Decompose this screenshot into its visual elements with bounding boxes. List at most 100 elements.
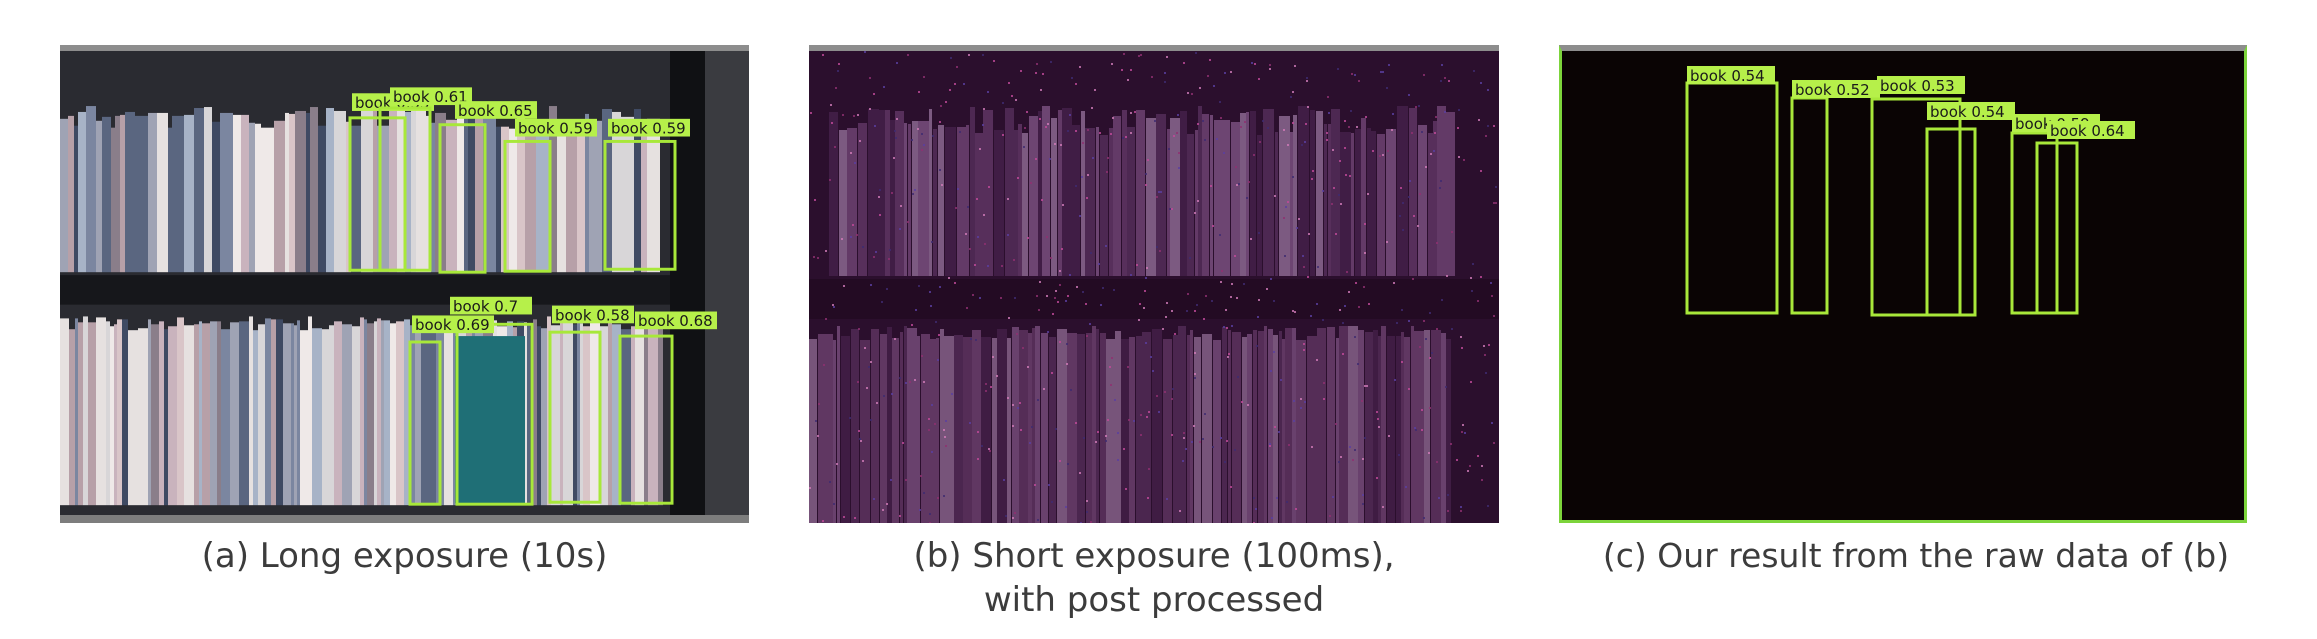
book-spine: [217, 321, 221, 506]
book-spine: [114, 324, 117, 506]
book-spine: [600, 326, 608, 506]
book-spine: [111, 127, 115, 273]
caption-b: (b) Short exposure (100ms), with post pr…: [809, 534, 1499, 622]
noisy-spine: [1086, 333, 1092, 523]
book-spine: [648, 316, 658, 506]
book-spine: [88, 322, 96, 506]
book-spine: [361, 109, 373, 273]
noisy-spine: [833, 340, 836, 523]
book-spine: [373, 105, 377, 273]
book-spine: [475, 113, 483, 273]
book-spine: [285, 112, 289, 273]
book-spine: [509, 128, 517, 273]
detection-box: book 0.52: [1790, 80, 1880, 315]
book-spine: [446, 119, 457, 273]
noisy-spine: [1386, 129, 1396, 276]
noisy-spine: [1242, 337, 1247, 523]
book-spine: [612, 324, 621, 506]
book-spine: [410, 325, 415, 506]
book-spine: [421, 322, 427, 506]
book-spine: [589, 120, 602, 273]
noisy-spine: [1032, 328, 1035, 523]
detection-box: book 0.58: [548, 305, 634, 504]
noisy-spine: [994, 130, 1004, 276]
noisy-spine: [1214, 120, 1221, 276]
noisy-spine: [871, 329, 879, 523]
noisy-spine: [1129, 337, 1135, 523]
noisy-spine: [992, 338, 997, 523]
noisy-spine: [1431, 330, 1441, 523]
book-spine: [342, 324, 352, 506]
noisy-spine: [1433, 121, 1437, 276]
noisy-spine: [900, 332, 903, 523]
noisy-spine: [1296, 340, 1306, 523]
book-spine: [168, 127, 172, 273]
noisy-spine: [1258, 331, 1264, 523]
noisy-spine: [1152, 329, 1162, 523]
noisy-spine: [887, 327, 892, 523]
noisy-spine: [1198, 106, 1202, 276]
book-spine: [115, 115, 120, 273]
book-spine: [241, 114, 249, 273]
book-spine: [86, 106, 96, 273]
noisy-spine: [1202, 334, 1212, 523]
book-spine: [199, 321, 202, 506]
noisy-spine: [1339, 326, 1348, 523]
book-spine: [612, 111, 621, 273]
noisy-spine: [1022, 133, 1028, 276]
noisy-spine: [1167, 129, 1170, 276]
noisy-spine: [1058, 110, 1062, 276]
book-spine: [551, 325, 560, 506]
noisy-spine: [1365, 332, 1373, 523]
book-spine: [533, 319, 537, 506]
noisy-spine: [1310, 110, 1315, 276]
noisy-spine: [1279, 116, 1290, 276]
detection-box: book 0.7: [450, 296, 534, 506]
book-spine: [78, 111, 86, 273]
caption-b-line1: (b) Short exposure (100ms),: [913, 536, 1395, 576]
detection-label: book 0.59: [518, 120, 593, 138]
noisy-spine: [904, 123, 907, 276]
noisy-spine: [1096, 329, 1099, 523]
noisy-spine: [1409, 108, 1417, 276]
book-spine: [135, 115, 148, 273]
noisy-spine: [1109, 128, 1113, 276]
detection-box: book 0.59: [503, 118, 597, 273]
noisy-spine: [1292, 328, 1296, 523]
noisy-spine: [895, 111, 904, 276]
noisy-spine: [1018, 124, 1022, 276]
noisy-book-spines: [809, 106, 1455, 523]
book-spine: [577, 319, 580, 506]
book-spine: [444, 317, 453, 506]
book-spine: [351, 125, 361, 273]
book-spine: [276, 319, 283, 506]
book-spine: [122, 319, 128, 506]
noisy-spine: [1424, 330, 1430, 523]
book-spine: [573, 324, 577, 506]
noisy-spine: [1190, 330, 1193, 523]
noisy-spine: [1293, 115, 1297, 276]
noisy-spine: [1257, 135, 1262, 276]
noisy-spine: [1038, 111, 1042, 276]
book-spine: [78, 322, 83, 506]
book-spine: [635, 321, 644, 506]
noisy-spine: [1371, 131, 1376, 276]
book-spine: [60, 118, 68, 273]
noisy-spine: [983, 110, 993, 276]
book-spine: [364, 319, 367, 506]
noisy-spine: [1228, 330, 1231, 523]
book-spine: [271, 319, 276, 506]
noisy-spine: [966, 125, 969, 276]
book-spine: [202, 323, 210, 506]
book-spine: [431, 122, 435, 273]
detection-box: book 0.54: [1685, 66, 1779, 315]
book-spine: [96, 317, 106, 506]
noisy-spine: [912, 121, 918, 276]
book-spine: [427, 326, 436, 506]
book-spine: [253, 330, 258, 506]
noisy-spine: [1085, 128, 1095, 276]
noisy-spine: [879, 110, 885, 276]
noisy-spine: [1007, 338, 1011, 523]
